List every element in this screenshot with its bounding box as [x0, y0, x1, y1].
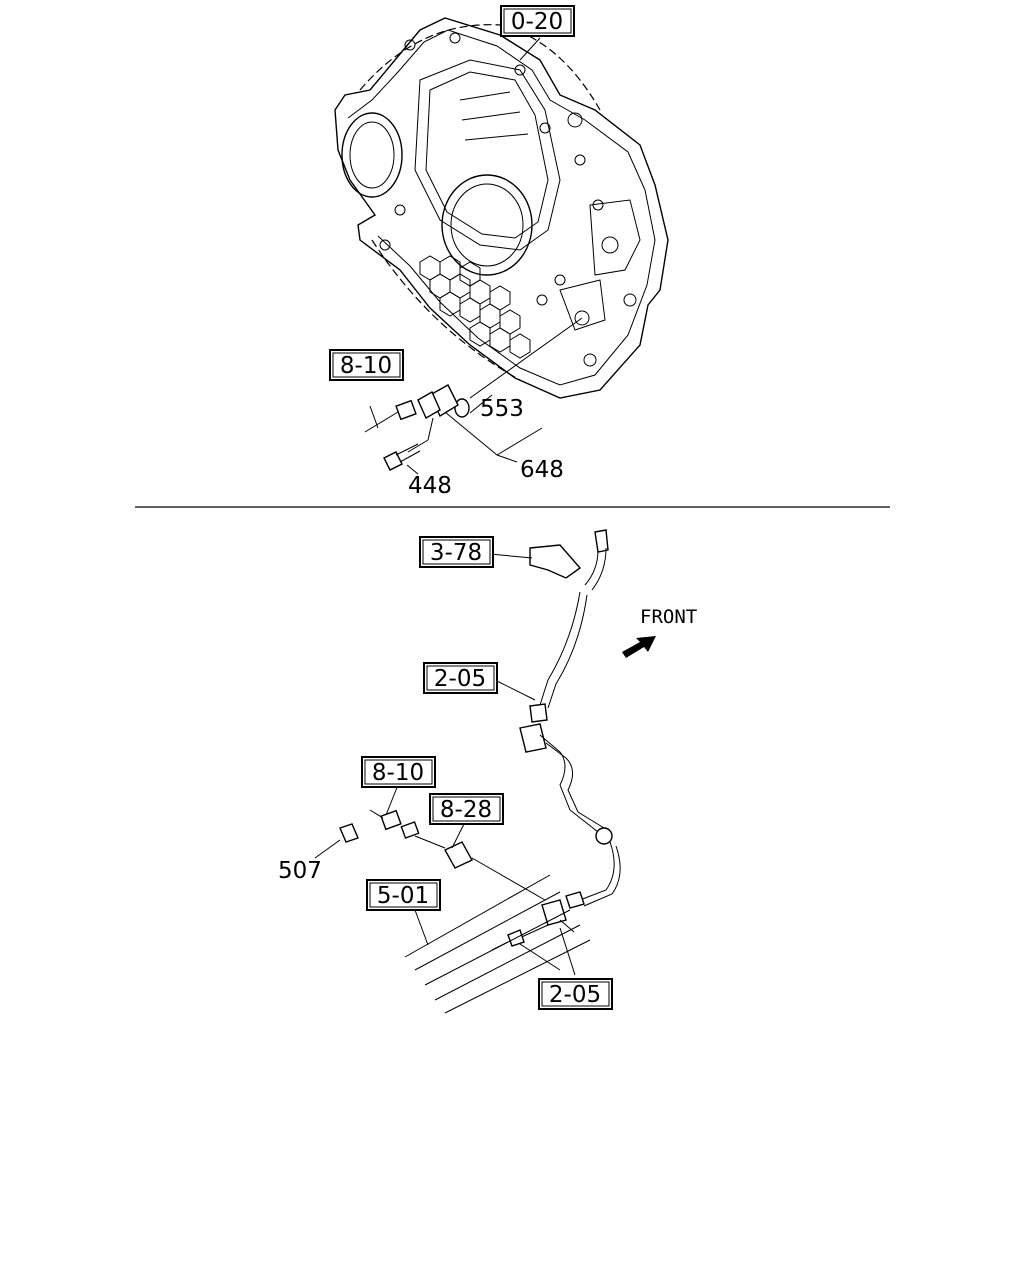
svg-text:FRONT: FRONT — [640, 606, 697, 628]
svg-text:5-01: 5-01 — [377, 883, 429, 909]
part-507 — [314, 823, 359, 859]
svg-text:8-10: 8-10 — [340, 353, 392, 379]
bolt-448 — [383, 451, 403, 471]
part-number-507: 507 — [278, 858, 322, 884]
ref-box-8-28[interactable]: 8-28 — [429, 793, 504, 825]
ref-box-0-20[interactable]: 0-20 — [500, 5, 575, 37]
svg-text:2-05: 2-05 — [549, 982, 601, 1008]
flywheel-housing — [334, 17, 669, 399]
honeycomb-pattern — [419, 255, 531, 359]
part-number-648: 648 — [520, 457, 564, 483]
svg-text:8-10: 8-10 — [372, 760, 424, 786]
svg-text:2-05: 2-05 — [434, 666, 486, 692]
part-number-448: 448 — [408, 473, 452, 499]
pressure-switch — [369, 809, 546, 901]
ref-box-3-78[interactable]: 3-78 — [419, 536, 494, 568]
svg-text:3-78: 3-78 — [430, 540, 482, 566]
front-arrow-icon — [622, 636, 656, 658]
part-number-553: 553 — [480, 396, 524, 422]
svg-text:8-28: 8-28 — [440, 797, 492, 823]
ref-box-5-01[interactable]: 5-01 — [366, 879, 441, 911]
pipe-assembly — [489, 529, 621, 951]
ref-box-2-05-upper[interactable]: 2-05 — [423, 662, 498, 694]
front-indicator: FRONT — [622, 606, 697, 658]
ref-box-8-10-top[interactable]: 8-10 — [329, 349, 404, 381]
ref-box-8-10-bottom[interactable]: 8-10 — [361, 756, 436, 788]
speed-sensor-assembly — [364, 317, 583, 471]
svg-text:0-20: 0-20 — [511, 9, 563, 35]
o-ring-553 — [454, 398, 470, 418]
ref-box-2-05-lower[interactable]: 2-05 — [538, 978, 613, 1010]
